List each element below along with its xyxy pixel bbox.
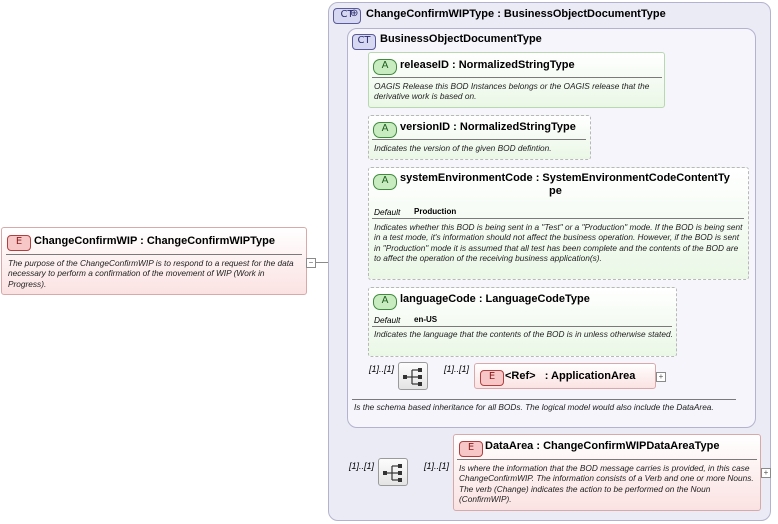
minus-toggle-icon[interactable]: − (306, 258, 316, 268)
attribute-separator (372, 218, 744, 219)
attribute-documentation: Indicates the version of the given BOD d… (374, 143, 552, 153)
attribute-title: systemEnvironmentCode : SystemEnvironmen… (400, 172, 730, 184)
attribute-badge-icon: A (373, 174, 397, 190)
plus-toggle-icon[interactable]: + (656, 372, 666, 382)
default-value: Production (414, 207, 457, 216)
connector-root-to-type (314, 262, 340, 263)
outer-type-title: ChangeConfirmWIPType : BusinessObjectDoc… (366, 8, 666, 20)
root-separator (6, 254, 302, 255)
attribute-badge-icon: A (373, 294, 397, 310)
sequence-glyph-icon (383, 464, 402, 482)
complex-type-badge-icon: CT (352, 34, 376, 50)
default-label: Default (374, 315, 401, 325)
inner-type-title: BusinessObjectDocumentType (380, 33, 542, 45)
attribute-title: releaseID : NormalizedStringType (400, 59, 575, 71)
attribute-title-continuation: pe (549, 185, 562, 197)
sequence-glyph-icon (403, 368, 422, 386)
element-documentation: Is where the information that the BOD me… (459, 463, 754, 504)
attribute-badge-icon: A (373, 122, 397, 138)
plus-toggle-icon[interactable]: + (761, 468, 771, 478)
attribute-documentation: OAGIS Release this BOD Instances belongs… (374, 81, 650, 102)
attribute-title: languageCode : LanguageCodeType (400, 293, 590, 305)
element-applicationarea[interactable]: E <Ref> : ApplicationArea (474, 363, 656, 389)
root-element-box[interactable]: E ChangeConfirmWIP : ChangeConfirmWIPTyp… (1, 227, 307, 295)
inner-type-documentation: Is the schema based inheritance for all … (354, 402, 714, 412)
attribute-documentation: Indicates whether this BOD is being sent… (374, 222, 743, 263)
attribute-separator (372, 326, 672, 327)
attribute-separator (372, 139, 586, 140)
attribute-versionid[interactable]: A versionID : NormalizedStringType Indic… (368, 115, 591, 160)
sequence-compositor-icon[interactable] (398, 362, 428, 390)
attribute-title: versionID : NormalizedStringType (400, 121, 576, 133)
attribute-releaseid[interactable]: A releaseID : NormalizedStringType OAGIS… (368, 52, 665, 108)
sequence-compositor-icon[interactable] (378, 458, 408, 486)
multiplicity-label: [1]..[1] (424, 461, 450, 471)
multiplicity-label: [1]..[1] (444, 364, 470, 374)
attribute-separator (372, 77, 662, 78)
element-title: <Ref> : ApplicationArea (505, 370, 636, 382)
attribute-documentation: Indicates the language that the contents… (374, 329, 673, 339)
multiplicity-label: [1]..[1] (369, 364, 395, 374)
element-separator (457, 459, 757, 460)
extension-plus-icon: ⊕ (350, 8, 359, 19)
root-element-title: ChangeConfirmWIP : ChangeConfirmWIPType (34, 235, 275, 247)
default-value: en-US (414, 315, 438, 324)
complex-type-badge-icon: CT (333, 8, 361, 24)
root-documentation: The purpose of the ChangeConfirmWIP is t… (8, 258, 294, 289)
inner-type-separator (352, 399, 736, 400)
element-badge-icon: E (7, 235, 31, 251)
attribute-languagecode[interactable]: A languageCode : LanguageCodeType Defaul… (368, 287, 677, 357)
default-label: Default (374, 207, 401, 217)
attribute-badge-icon: A (373, 59, 397, 75)
element-badge-icon: E (459, 441, 483, 457)
element-dataarea[interactable]: E DataArea : ChangeConfirmWIPDataAreaTyp… (453, 434, 761, 511)
element-title: DataArea : ChangeConfirmWIPDataAreaType (485, 440, 720, 452)
multiplicity-label: [1]..[1] (349, 461, 375, 471)
element-badge-icon: E (480, 370, 504, 386)
attribute-systemenvironmentcode[interactable]: A systemEnvironmentCode : SystemEnvironm… (368, 167, 749, 280)
